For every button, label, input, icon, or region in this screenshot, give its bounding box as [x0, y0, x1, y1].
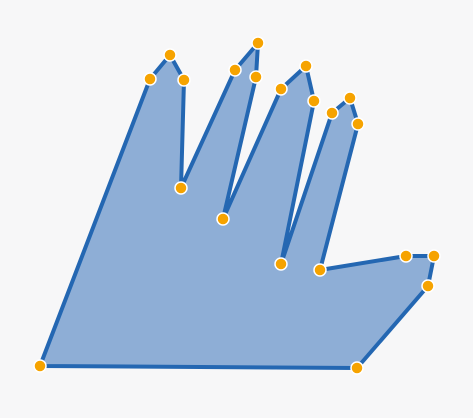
vertex-handle-9[interactable]: [216, 212, 230, 226]
vertex-handle-16[interactable]: [351, 117, 365, 131]
vertex-handle-8[interactable]: [249, 70, 263, 84]
vertex-handle-13[interactable]: [274, 257, 288, 271]
vertex-handle-1[interactable]: [33, 359, 47, 373]
vertex-handle-17[interactable]: [313, 263, 327, 277]
vertex-handle-5[interactable]: [174, 181, 188, 195]
vertex-handle-6[interactable]: [228, 63, 242, 77]
vertex-handle-18[interactable]: [399, 249, 413, 263]
vertex-handle-3[interactable]: [163, 48, 177, 62]
vertex-handle-14[interactable]: [325, 106, 339, 120]
vertex-handle-12[interactable]: [307, 94, 321, 108]
vertex-handle-2[interactable]: [143, 72, 157, 86]
vertex-handle-21[interactable]: [350, 361, 364, 375]
vertex-handle-15[interactable]: [343, 91, 357, 105]
vertex-handle-11[interactable]: [299, 59, 313, 73]
vertex-handle-20[interactable]: [421, 279, 435, 293]
vertex-handle-19[interactable]: [427, 249, 441, 263]
vertex-handles: [33, 36, 441, 375]
vertex-handle-10[interactable]: [274, 82, 288, 96]
vertex-handle-4[interactable]: [177, 73, 191, 87]
vertex-handle-7[interactable]: [251, 36, 265, 50]
hand-polygon-shape[interactable]: [38, 41, 436, 370]
